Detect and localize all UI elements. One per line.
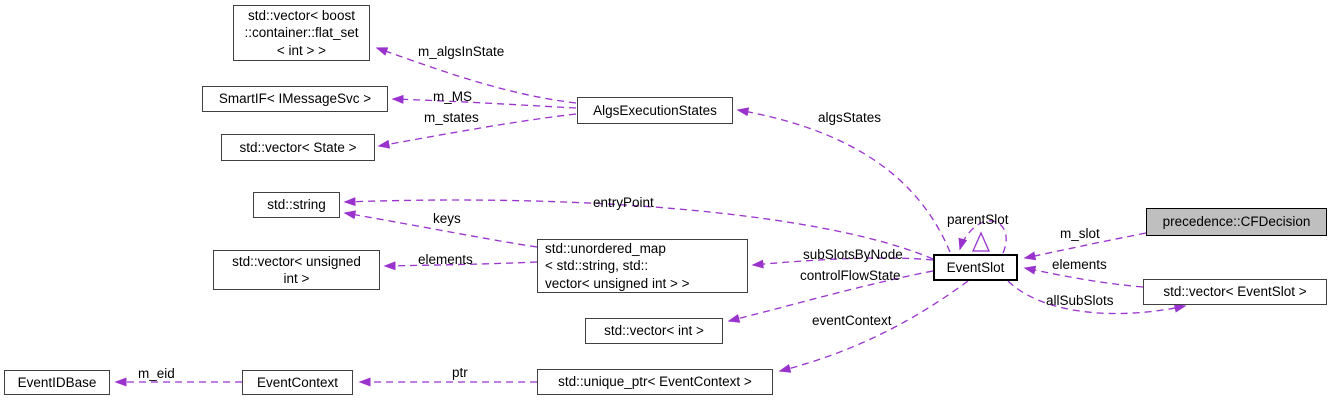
node-precedence-cfdecision[interactable]: precedence::CFDecision [1146,208,1327,236]
edge-label-controlflowstate: controlFlowState [800,268,901,283]
edge-label-keys: keys [433,211,461,226]
edge-elements-slot [1023,265,1144,288]
node-eventslot[interactable]: EventSlot [933,254,1018,281]
node-std-unique-ptr-eventcontext[interactable]: std::unique_ptr< EventContext > [537,369,773,395]
edge-allsubslots [1007,280,1187,315]
edge-label-m-ms: m_MS [433,89,473,104]
parentslot-open-arrowhead [971,231,991,252]
edge-label-parentslot: parentSlot [947,212,1009,227]
node-std-vector-int[interactable]: std::vector< int > [585,318,723,344]
edge-m-slot [1023,232,1147,261]
edge-controlflowstate [727,270,934,323]
edge-algsstates [736,107,951,253]
node-std-string[interactable]: std::string [253,192,340,218]
node-algsexecutionstates[interactable]: AlgsExecutionStates [577,97,733,124]
edge-label-entrypoint: entryPoint [593,195,654,210]
node-std-unordered-map[interactable]: std::unordered_map < std::string, std:: … [537,239,748,293]
edge-entrypoint [343,197,934,260]
node-std-vector-boost-flat-set[interactable]: std::vector< boost ::container::flat_set… [233,5,370,61]
edge-elements-map [383,261,538,271]
edge-label-elements-slot: elements [1052,257,1107,272]
edge-label-eventcontext: eventContext [812,313,892,328]
edge-parentslot-loop [958,220,1007,254]
edge-label-ptr: ptr [452,365,468,380]
node-std-vector-state[interactable]: std::vector< State > [221,134,375,161]
edge-label-allsubslots: allSubSlots [1046,293,1114,308]
edge-label-algsstates: algsStates [818,110,882,125]
edge-m-states [377,113,577,149]
node-std-vector-eventslot[interactable]: std::vector< EventSlot > [1143,279,1327,305]
node-eventcontext[interactable]: EventContext [242,370,353,395]
edge-label-subslotsbynode: subSlotsByNode [803,247,903,262]
node-std-vector-unsigned-int[interactable]: std::vector< unsigned int > [213,250,380,290]
edge-label-m-states: m_states [424,110,479,125]
edge-subslotsbynode [751,257,934,269]
edge-label-m-algsinstate: m_algsInState [418,44,505,59]
edge-m-algsinstate [375,47,577,104]
edge-label-m-slot: m_slot [1060,226,1100,241]
edge-label-m-eid: m_eid [138,366,175,381]
edge-eventcontext [778,280,969,373]
node-eventidbase[interactable]: EventIDBase [4,370,110,395]
edge-m-ms [391,94,577,109]
edge-keys [343,210,538,248]
node-smartif-imessagesvc[interactable]: SmartIF< IMessageSvc > [202,86,388,112]
edge-label-elements-map: elements [418,252,473,267]
